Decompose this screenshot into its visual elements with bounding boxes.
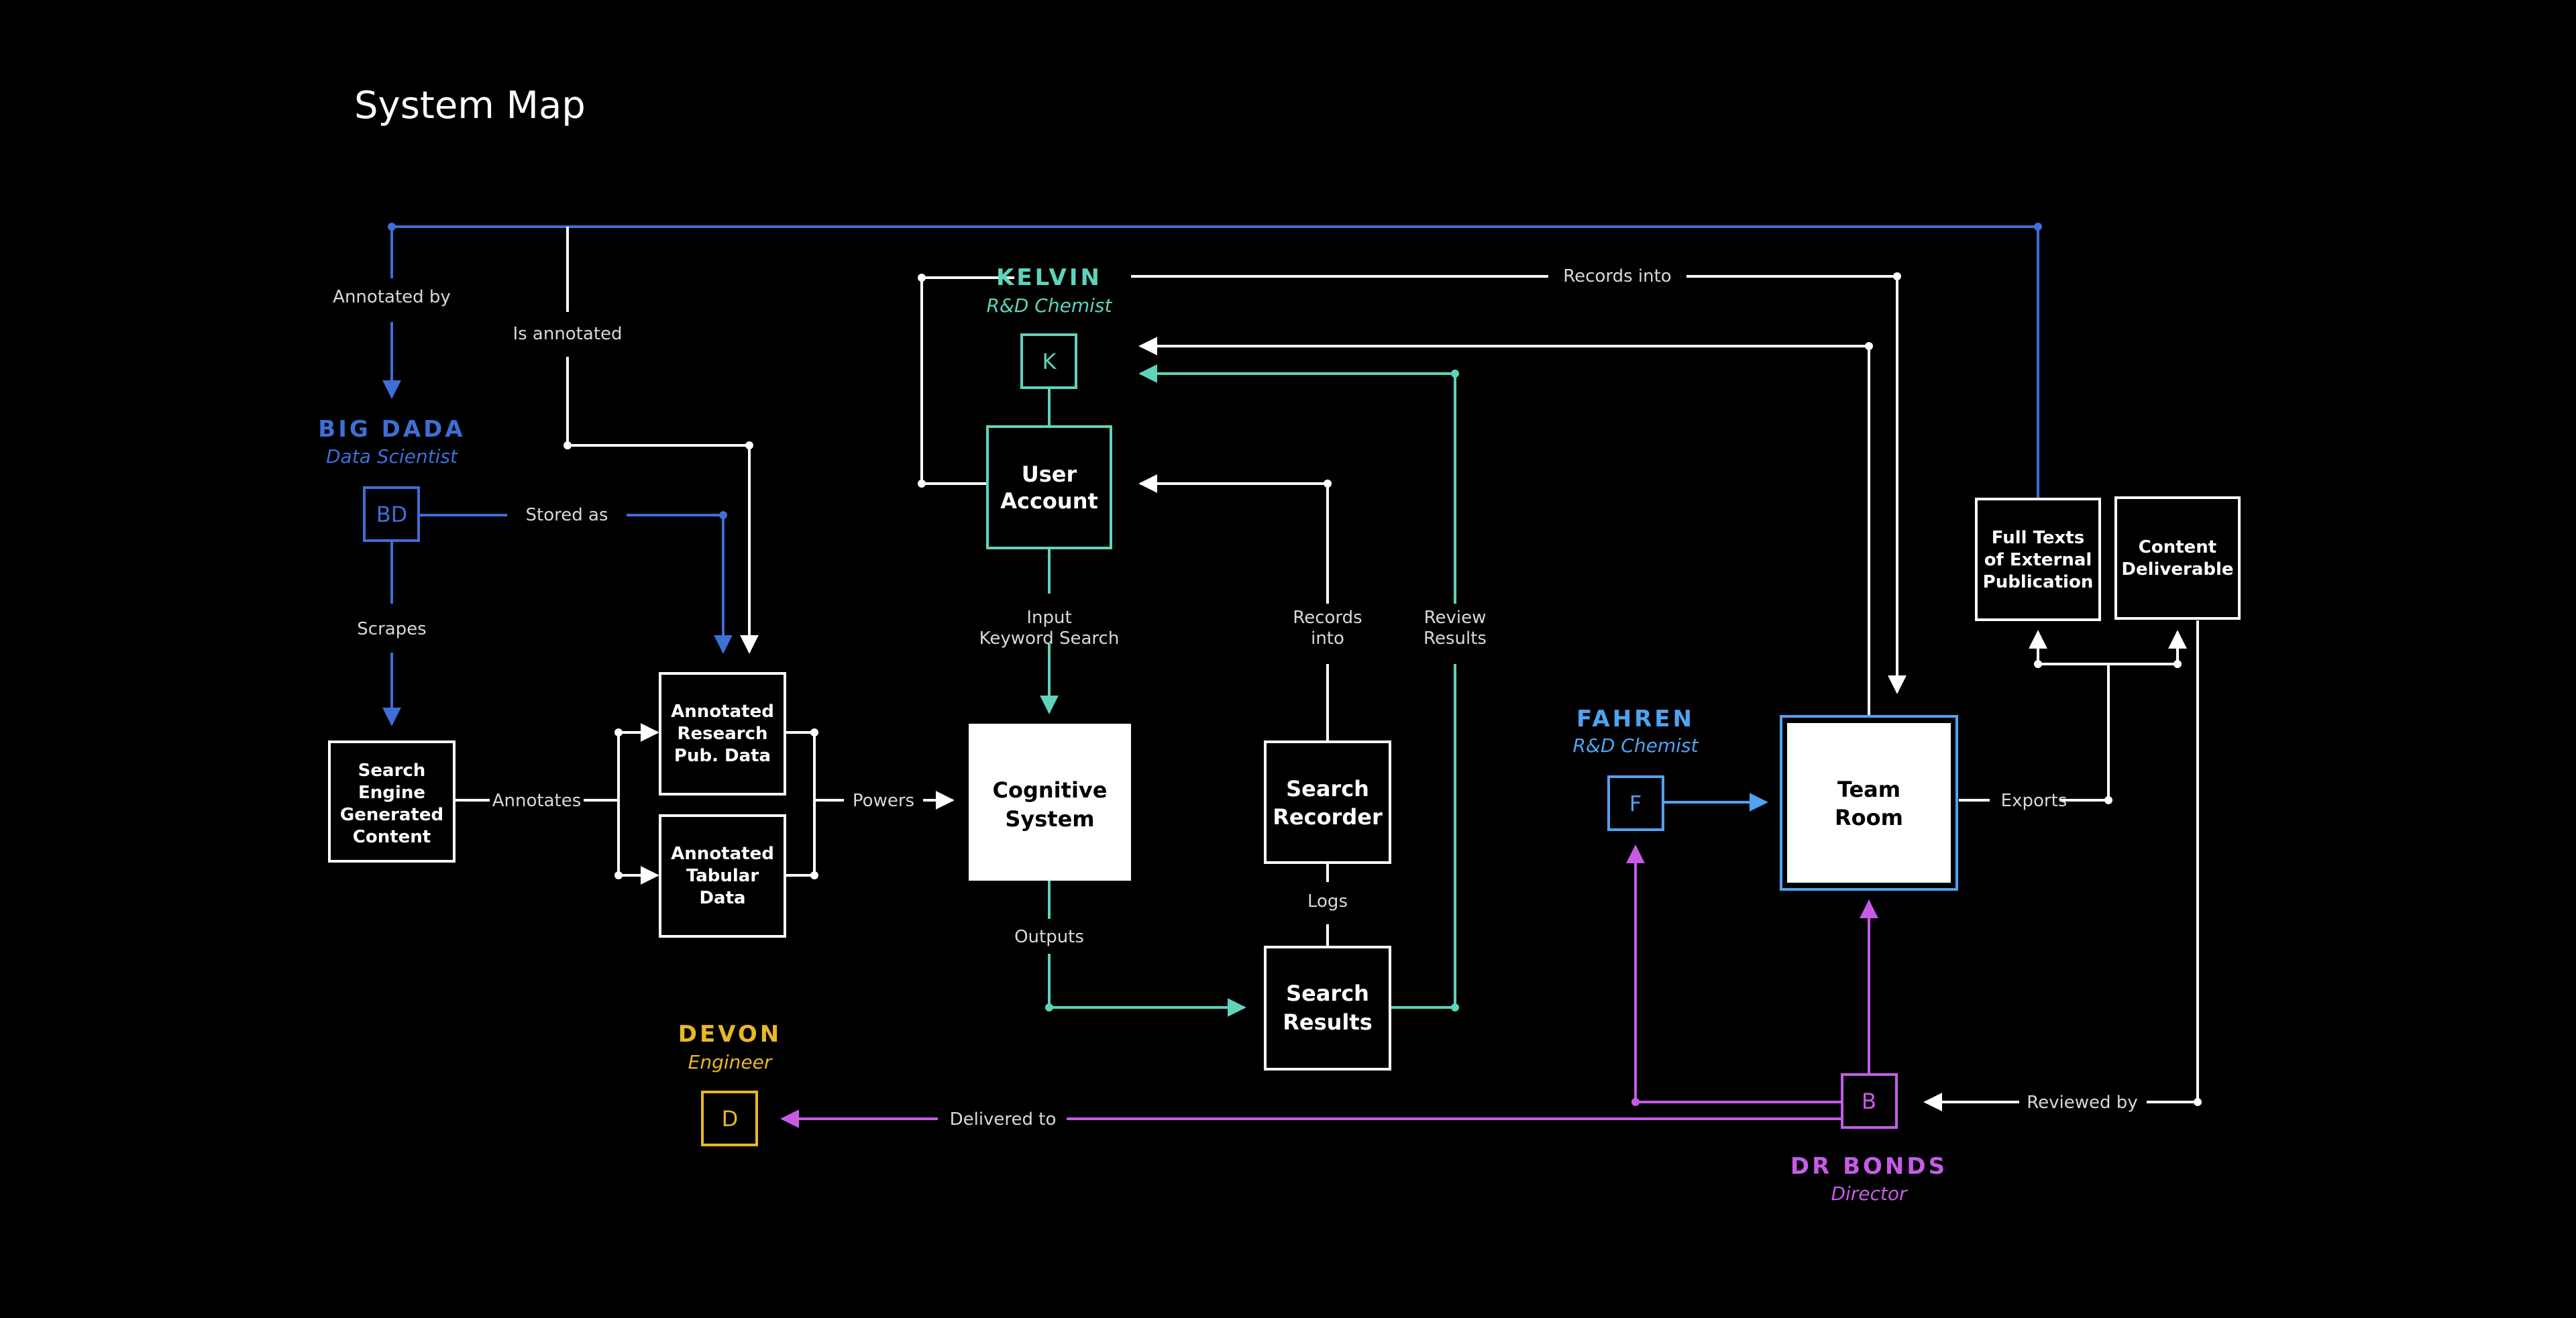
- label-outputs: Outputs: [1014, 927, 1084, 947]
- svg-text:Search: Search: [1286, 776, 1369, 802]
- label-exports: Exports: [2001, 791, 2068, 811]
- svg-text:Content: Content: [2139, 537, 2216, 557]
- white-dots: [564, 272, 2202, 1106]
- node-content-deliverable[interactable]: Content Deliverable: [2114, 496, 2241, 620]
- svg-text:of External: of External: [1984, 550, 2092, 570]
- label-stored-as: Stored as: [526, 505, 608, 525]
- edge-labels: Annotated by Is annotated Stored as Scra…: [333, 266, 2138, 1130]
- label-review: Review: [1424, 608, 1487, 628]
- person-devon[interactable]: DEVON Engineer D: [678, 1021, 782, 1146]
- avatar-big-dada: BD: [376, 502, 408, 527]
- svg-text:System: System: [1005, 806, 1094, 832]
- label-scrapes: Scrapes: [357, 619, 426, 639]
- svg-text:Data: Data: [699, 888, 745, 908]
- node-search-results[interactable]: Search Results: [1264, 946, 1391, 1070]
- svg-text:Publication: Publication: [1983, 572, 2094, 592]
- node-team-room[interactable]: Team Room: [1780, 715, 1958, 891]
- svg-text:Search: Search: [358, 761, 426, 781]
- person-dr-bonds[interactable]: B DR BONDS Director: [1790, 1073, 1947, 1205]
- svg-text:Full Texts: Full Texts: [1992, 528, 2084, 548]
- person-role-kelvin: R&D Chemist: [987, 294, 1113, 317]
- person-name-devon: DEVON: [678, 1021, 782, 1048]
- node-search-recorder[interactable]: Search Recorder: [1264, 740, 1391, 864]
- avatar-devon: D: [722, 1106, 739, 1132]
- svg-text:Team: Team: [1837, 777, 1900, 802]
- node-annotated-research-pub-data[interactable]: Annotated Research Pub. Data: [659, 672, 786, 795]
- svg-text:Cognitive: Cognitive: [993, 777, 1108, 803]
- person-name-fahren: FAHREN: [1576, 706, 1695, 732]
- avatar-kelvin: K: [1042, 349, 1057, 374]
- label-into: into: [1311, 628, 1344, 649]
- svg-text:Research: Research: [677, 724, 767, 744]
- node-annotated-tabular-data[interactable]: Annotated Tabular Data: [659, 814, 786, 938]
- person-role-big-dada: Data Scientist: [326, 445, 458, 468]
- label-powers: Powers: [853, 791, 914, 811]
- svg-text:User: User: [1022, 461, 1077, 487]
- avatar-dr-bonds: B: [1862, 1089, 1876, 1114]
- person-kelvin[interactable]: KELVIN R&D Chemist K: [987, 264, 1113, 389]
- person-role-fahren: R&D Chemist: [1573, 734, 1699, 757]
- svg-text:Results: Results: [1283, 1009, 1372, 1035]
- person-name-dr-bonds: DR BONDS: [1790, 1153, 1947, 1180]
- person-big-dada[interactable]: BIG DADA Data Scientist BD: [318, 416, 465, 542]
- label-annotates: Annotates: [492, 791, 582, 811]
- person-name-kelvin: KELVIN: [996, 264, 1102, 291]
- avatar-fahren: F: [1629, 791, 1642, 816]
- person-role-dr-bonds: Director: [1831, 1183, 1908, 1205]
- page-title: System Map: [354, 84, 586, 127]
- person-name-big-dada: BIG DADA: [318, 416, 465, 443]
- magenta-dots: [1631, 1098, 1640, 1106]
- blue-connectors: [382, 225, 2039, 726]
- svg-text:Recorder: Recorder: [1273, 804, 1383, 830]
- svg-text:Generated: Generated: [340, 805, 443, 825]
- label-logs: Logs: [1307, 891, 1348, 912]
- svg-text:Search: Search: [1286, 981, 1369, 1006]
- label-records: Records: [1293, 608, 1362, 628]
- svg-text:Pub. Data: Pub. Data: [674, 746, 771, 766]
- teal-dots: [1045, 370, 1459, 1011]
- svg-text:Annotated: Annotated: [671, 844, 774, 864]
- node-cognitive-system[interactable]: Cognitive System: [969, 724, 1131, 881]
- label-reviewed-by: Reviewed by: [2027, 1093, 2137, 1113]
- person-role-devon: Engineer: [688, 1051, 773, 1073]
- svg-text:Engine: Engine: [358, 783, 425, 803]
- node-search-engine-content[interactable]: Search Engine Generated Content: [328, 740, 455, 863]
- svg-text:Deliverable: Deliverable: [2121, 559, 2233, 580]
- svg-text:Room: Room: [1835, 805, 1903, 830]
- node-full-texts-external-publication[interactable]: Full Texts of External Publication: [1975, 498, 2101, 621]
- label-results: Results: [1424, 628, 1487, 649]
- svg-text:Tabular: Tabular: [686, 866, 759, 886]
- label-keyword-search: Keyword Search: [979, 628, 1120, 649]
- label-is-annotated: Is annotated: [513, 324, 622, 344]
- label-annotated-by: Annotated by: [333, 287, 451, 307]
- svg-text:Content: Content: [353, 827, 431, 847]
- node-user-account[interactable]: User Account: [986, 425, 1112, 549]
- person-fahren[interactable]: FAHREN R&D Chemist F: [1573, 706, 1699, 831]
- label-records-into-top: Records into: [1563, 266, 1671, 286]
- label-delivered-to: Delivered to: [950, 1109, 1057, 1130]
- blue-dots: [388, 223, 2042, 519]
- svg-text:Account: Account: [1000, 488, 1098, 514]
- label-input: Input: [1026, 608, 1071, 628]
- svg-text:Annotated: Annotated: [671, 702, 774, 722]
